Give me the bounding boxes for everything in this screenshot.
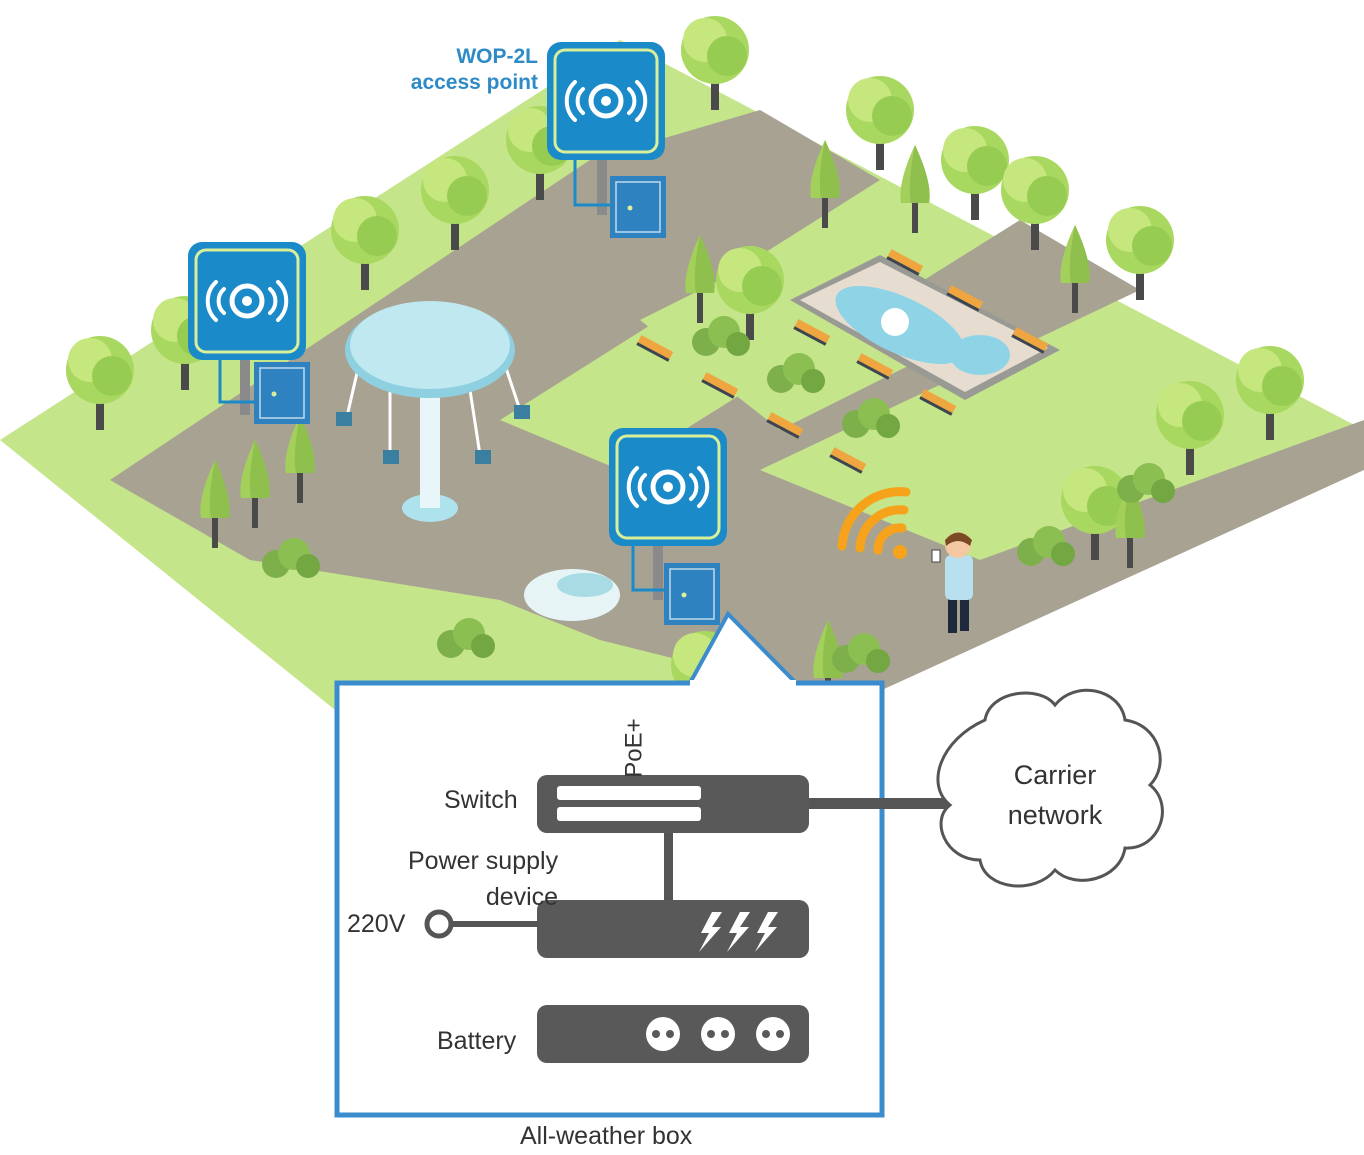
access-point-title-line1: WOP-2L [456,45,538,68]
battery-cell-icon [646,1017,790,1051]
cloud-label-line2: network [1007,800,1103,830]
voltage-label: 220V [347,910,406,938]
switch-device [537,775,809,833]
access-point-title-line2: access point [410,71,538,94]
access-point-icon [188,242,306,360]
access-point-left [188,242,311,425]
power-supply-device [537,900,809,958]
callout-pointer [690,614,796,683]
access-point-icon [609,428,727,546]
fountain-pool [790,255,1060,400]
access-point-top [547,42,667,239]
battery-device [537,1005,809,1063]
carrier-network-cloud [936,688,1164,888]
cloud-label-line1: Carrier [1013,760,1097,790]
access-point-icon [547,42,665,160]
door-icon [253,361,311,425]
access-point-title: WOP-2L access point [390,44,538,96]
carousel [336,301,530,522]
lounge-seat [524,569,620,621]
person-with-phone [931,532,973,633]
cloud-label: Carrier network [975,755,1135,835]
power-input-connector [424,909,454,939]
switch-label: Switch [444,786,518,814]
poe-label: PoE+ [620,718,648,778]
switch-power-link [664,833,673,903]
door-icon [663,562,721,626]
lightning-icon [699,912,778,952]
power-supply-label-line2: device [485,883,559,911]
uplink-cable [809,798,954,809]
box-caption: All-weather box [520,1122,693,1150]
power-supply-label: Power supply device [408,843,558,915]
wifi-signal-icon [837,487,911,559]
access-point-center [609,428,727,626]
door-icon [609,175,667,239]
battery-label: Battery [437,1027,517,1055]
power-supply-label-line1: Power supply [408,847,559,875]
